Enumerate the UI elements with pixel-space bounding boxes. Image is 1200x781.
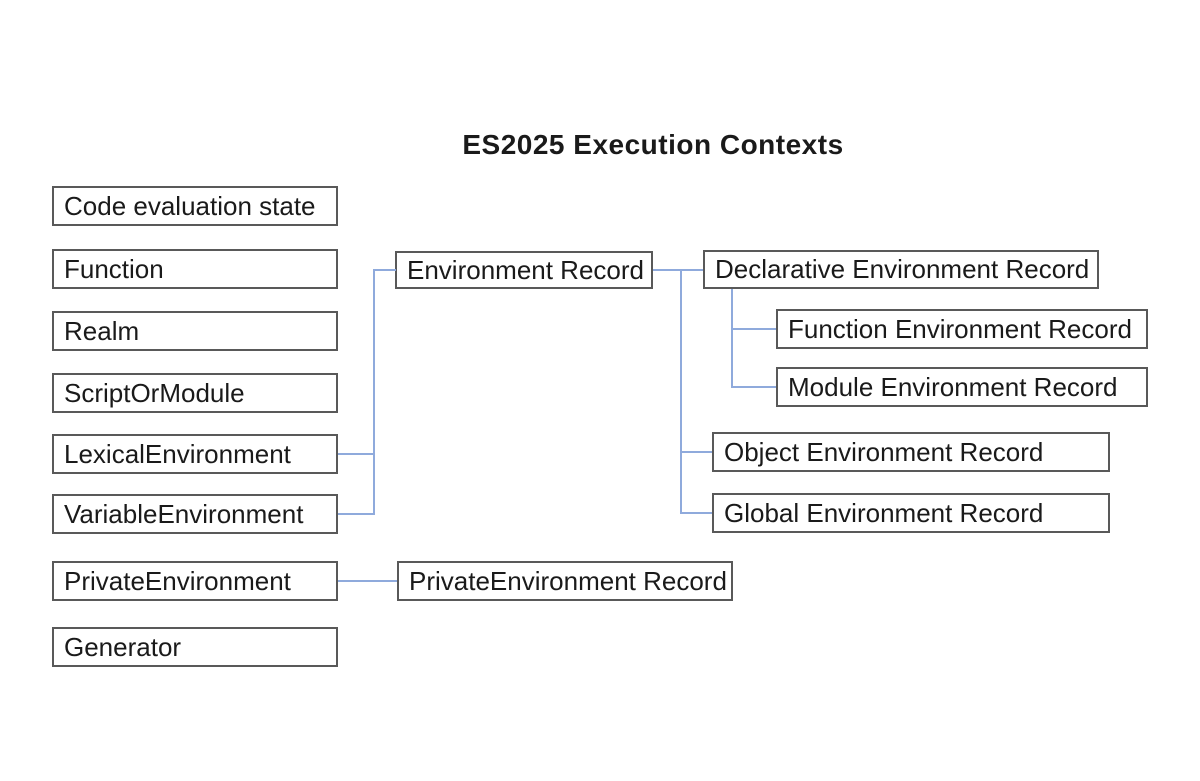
connector-right-trunk [680, 269, 682, 514]
connector-lexical-to-trunk [338, 453, 375, 455]
node-environment-record: Environment Record [395, 251, 653, 289]
node-code-evaluation-state: Code evaluation state [52, 186, 338, 226]
connector-envrecord-to-declarative [653, 269, 703, 271]
node-lexical-environment: LexicalEnvironment [52, 434, 338, 474]
node-variable-environment: VariableEnvironment [52, 494, 338, 534]
node-declarative-environment-record: Declarative Environment Record [703, 250, 1099, 289]
node-script-or-module: ScriptOrModule [52, 373, 338, 413]
connector-trunk-to-global [680, 512, 712, 514]
node-function: Function [52, 249, 338, 289]
node-private-environment: PrivateEnvironment [52, 561, 338, 601]
connector-declarative-children-trunk [731, 289, 733, 388]
node-realm: Realm [52, 311, 338, 351]
node-private-environment-record: PrivateEnvironment Record [397, 561, 733, 601]
node-module-environment-record: Module Environment Record [776, 367, 1148, 407]
node-global-environment-record: Global Environment Record [712, 493, 1110, 533]
node-generator: Generator [52, 627, 338, 667]
connector-private-to-private-record [338, 580, 397, 582]
connector-trunk-to-module-record [731, 386, 776, 388]
node-function-environment-record: Function Environment Record [776, 309, 1148, 349]
connector-trunk-to-environment-record [375, 269, 396, 271]
diagram-title: ES2025 Execution Contexts [462, 129, 844, 160]
connector-variable-to-trunk [338, 513, 375, 515]
connector-trunk-to-function-record [731, 328, 776, 330]
node-object-environment-record: Object Environment Record [712, 432, 1110, 472]
connector-left-trunk [373, 269, 375, 515]
connector-trunk-to-object [680, 451, 712, 453]
